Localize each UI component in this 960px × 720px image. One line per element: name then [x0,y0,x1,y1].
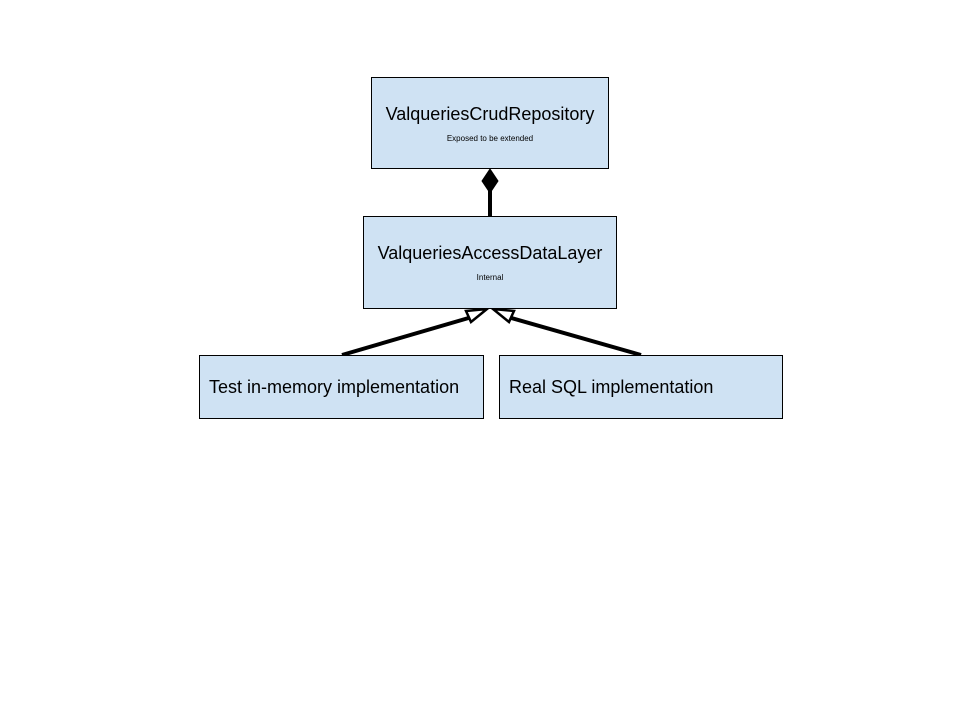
node-crud-repository-subtitle: Exposed to be extended [446,133,534,143]
node-access-data-layer[interactable]: ValqueriesAccessDataLayer Internal [363,216,617,309]
inheritance-line-test [341,315,473,357]
node-access-data-layer-title: ValqueriesAccessDataLayer [377,243,603,263]
node-test-impl-title: Test in-memory implementation [209,377,460,397]
inheritance-arrowhead-sql [489,307,516,324]
node-sql-impl[interactable]: Real SQL implementation [499,355,783,419]
node-sql-impl-title: Real SQL implementation [509,377,714,397]
node-crud-repository-title: ValqueriesCrudRepository [385,103,595,124]
composition-diamond-marker [481,168,499,194]
node-access-data-layer-subtitle: Internal [476,273,504,282]
inheritance-line-sql [507,315,642,357]
inheritance-arrowhead-test [464,307,491,324]
node-test-impl[interactable]: Test in-memory implementation [199,355,484,419]
node-crud-repository[interactable]: ValqueriesCrudRepository Exposed to be e… [371,77,609,169]
